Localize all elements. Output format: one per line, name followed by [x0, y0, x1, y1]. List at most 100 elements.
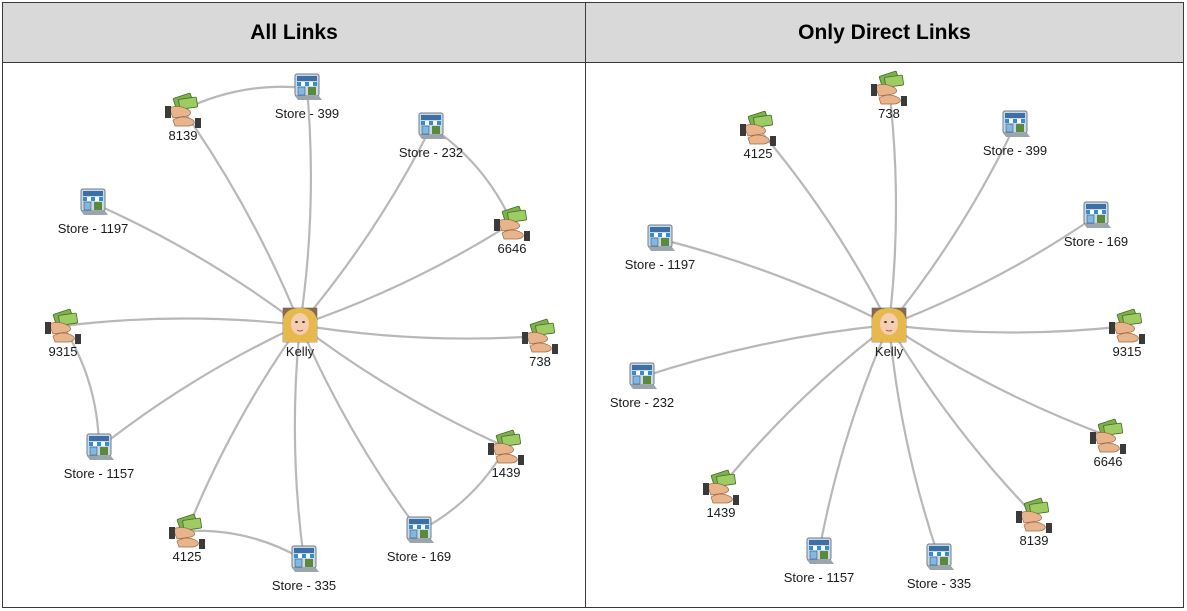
- node-store-1197[interactable]: Store - 1197: [625, 224, 696, 272]
- node-9315[interactable]: 9315: [1109, 308, 1145, 359]
- store-icon: [291, 545, 319, 572]
- node-label: 4125: [744, 146, 773, 161]
- edge-kelly-4125: [756, 126, 891, 327]
- node-738[interactable]: 738: [871, 70, 907, 121]
- store-icon: [926, 543, 954, 570]
- node-label: 8139: [169, 128, 198, 143]
- node-label: 738: [529, 354, 551, 369]
- store-icon: [418, 112, 446, 139]
- store-icon: [406, 516, 434, 543]
- store-icon: [294, 73, 322, 100]
- node-store-1157[interactable]: Store - 1157: [784, 537, 855, 585]
- money-hand-icon: [703, 469, 739, 505]
- money-hand-icon: [1090, 418, 1126, 454]
- node-kelly[interactable]: Kelly: [871, 307, 907, 359]
- node-label: Store - 1157: [64, 466, 135, 481]
- person-photo-icon: [871, 307, 907, 343]
- money-hand-icon: [45, 308, 81, 344]
- node-store-169[interactable]: Store - 169: [387, 516, 451, 564]
- edge-kelly-1439: [719, 323, 891, 489]
- node-label: 9315: [1113, 344, 1142, 359]
- node-label: Store - 169: [1064, 234, 1128, 249]
- node-label: Store - 1157: [784, 570, 855, 585]
- edge-kelly-8139: [887, 323, 1036, 517]
- node-738[interactable]: 738: [522, 318, 558, 369]
- store-icon: [1083, 201, 1111, 228]
- node-label: Store - 232: [610, 395, 674, 410]
- money-hand-icon: [871, 70, 907, 106]
- edge-kelly-9315: [61, 317, 302, 328]
- edge-kelly-store-232: [298, 125, 433, 327]
- edge-kelly-store-399: [298, 86, 313, 327]
- node-label: Store - 335: [907, 576, 971, 591]
- node-4125[interactable]: 4125: [169, 513, 205, 564]
- edge-kelly-738: [298, 323, 542, 340]
- store-icon: [80, 188, 108, 215]
- money-hand-icon: [1109, 308, 1145, 344]
- node-store-232[interactable]: Store - 232: [399, 112, 463, 160]
- store-icon: [806, 537, 834, 564]
- store-icon: [629, 362, 657, 389]
- edge-kelly-store-335: [293, 323, 306, 562]
- money-hand-icon: [1016, 497, 1052, 533]
- node-label: Kelly: [286, 344, 315, 359]
- node-store-399[interactable]: Store - 399: [983, 110, 1047, 158]
- column-title-only-direct-links: Only Direct Links: [798, 21, 971, 44]
- edge-1439-store-169: [417, 445, 508, 533]
- node-label: Kelly: [875, 344, 904, 359]
- edge-kelly-6646: [887, 323, 1110, 438]
- edge-kelly-store-1197: [91, 201, 302, 327]
- node-8139[interactable]: 8139: [165, 92, 201, 143]
- node-store-335[interactable]: Store - 335: [272, 545, 336, 593]
- node-1439[interactable]: 1439: [488, 429, 524, 480]
- node-store-169[interactable]: Store - 169: [1064, 201, 1128, 249]
- node-label: Store - 1197: [625, 257, 696, 272]
- store-icon: [647, 224, 675, 251]
- edges: [640, 86, 1129, 560]
- edge-kelly-1439: [298, 323, 508, 449]
- node-store-335[interactable]: Store - 335: [907, 543, 971, 591]
- edge-kelly-8139: [181, 108, 302, 327]
- node-kelly[interactable]: Kelly: [282, 307, 318, 359]
- node-label: 9315: [49, 344, 78, 359]
- node-label: 1439: [492, 465, 521, 480]
- column-divider: [585, 3, 586, 607]
- edge-kelly-738: [887, 86, 898, 327]
- node-label: Store - 169: [387, 549, 451, 564]
- money-hand-icon: [169, 513, 205, 549]
- node-4125[interactable]: 4125: [740, 110, 776, 161]
- edge-kelly-store-169: [887, 214, 1098, 327]
- node-6646[interactable]: 6646: [494, 205, 530, 256]
- column-title-all-links: All Links: [250, 21, 338, 44]
- money-hand-icon: [488, 429, 524, 465]
- edge-kelly-store-1157: [97, 323, 302, 450]
- edge-kelly-store-1197: [658, 237, 891, 327]
- edge-kelly-store-169: [298, 323, 421, 533]
- node-6646[interactable]: 6646: [1090, 418, 1126, 469]
- node-9315[interactable]: 9315: [45, 308, 81, 359]
- node-label: 1439: [707, 505, 736, 520]
- node-store-232[interactable]: Store - 232: [610, 362, 674, 410]
- money-hand-icon: [494, 205, 530, 241]
- edge-kelly-store-399: [887, 123, 1017, 327]
- node-8139[interactable]: 8139: [1016, 497, 1052, 548]
- node-store-399[interactable]: Store - 399: [275, 73, 339, 121]
- header-row: [3, 3, 1183, 63]
- node-label: Store - 399: [983, 143, 1047, 158]
- node-1439[interactable]: 1439: [703, 469, 739, 520]
- node-label: 8139: [1020, 533, 1049, 548]
- node-label: 738: [878, 106, 900, 121]
- edge-kelly-4125: [185, 323, 302, 533]
- person-photo-icon: [282, 307, 318, 343]
- node-store-1157[interactable]: Store - 1157: [64, 433, 135, 481]
- node-label: 6646: [1094, 454, 1123, 469]
- edge-kelly-store-1157: [817, 323, 891, 554]
- edge-kelly-9315: [887, 323, 1129, 334]
- node-store-1197[interactable]: Store - 1197: [58, 188, 129, 236]
- node-label: 4125: [173, 549, 202, 564]
